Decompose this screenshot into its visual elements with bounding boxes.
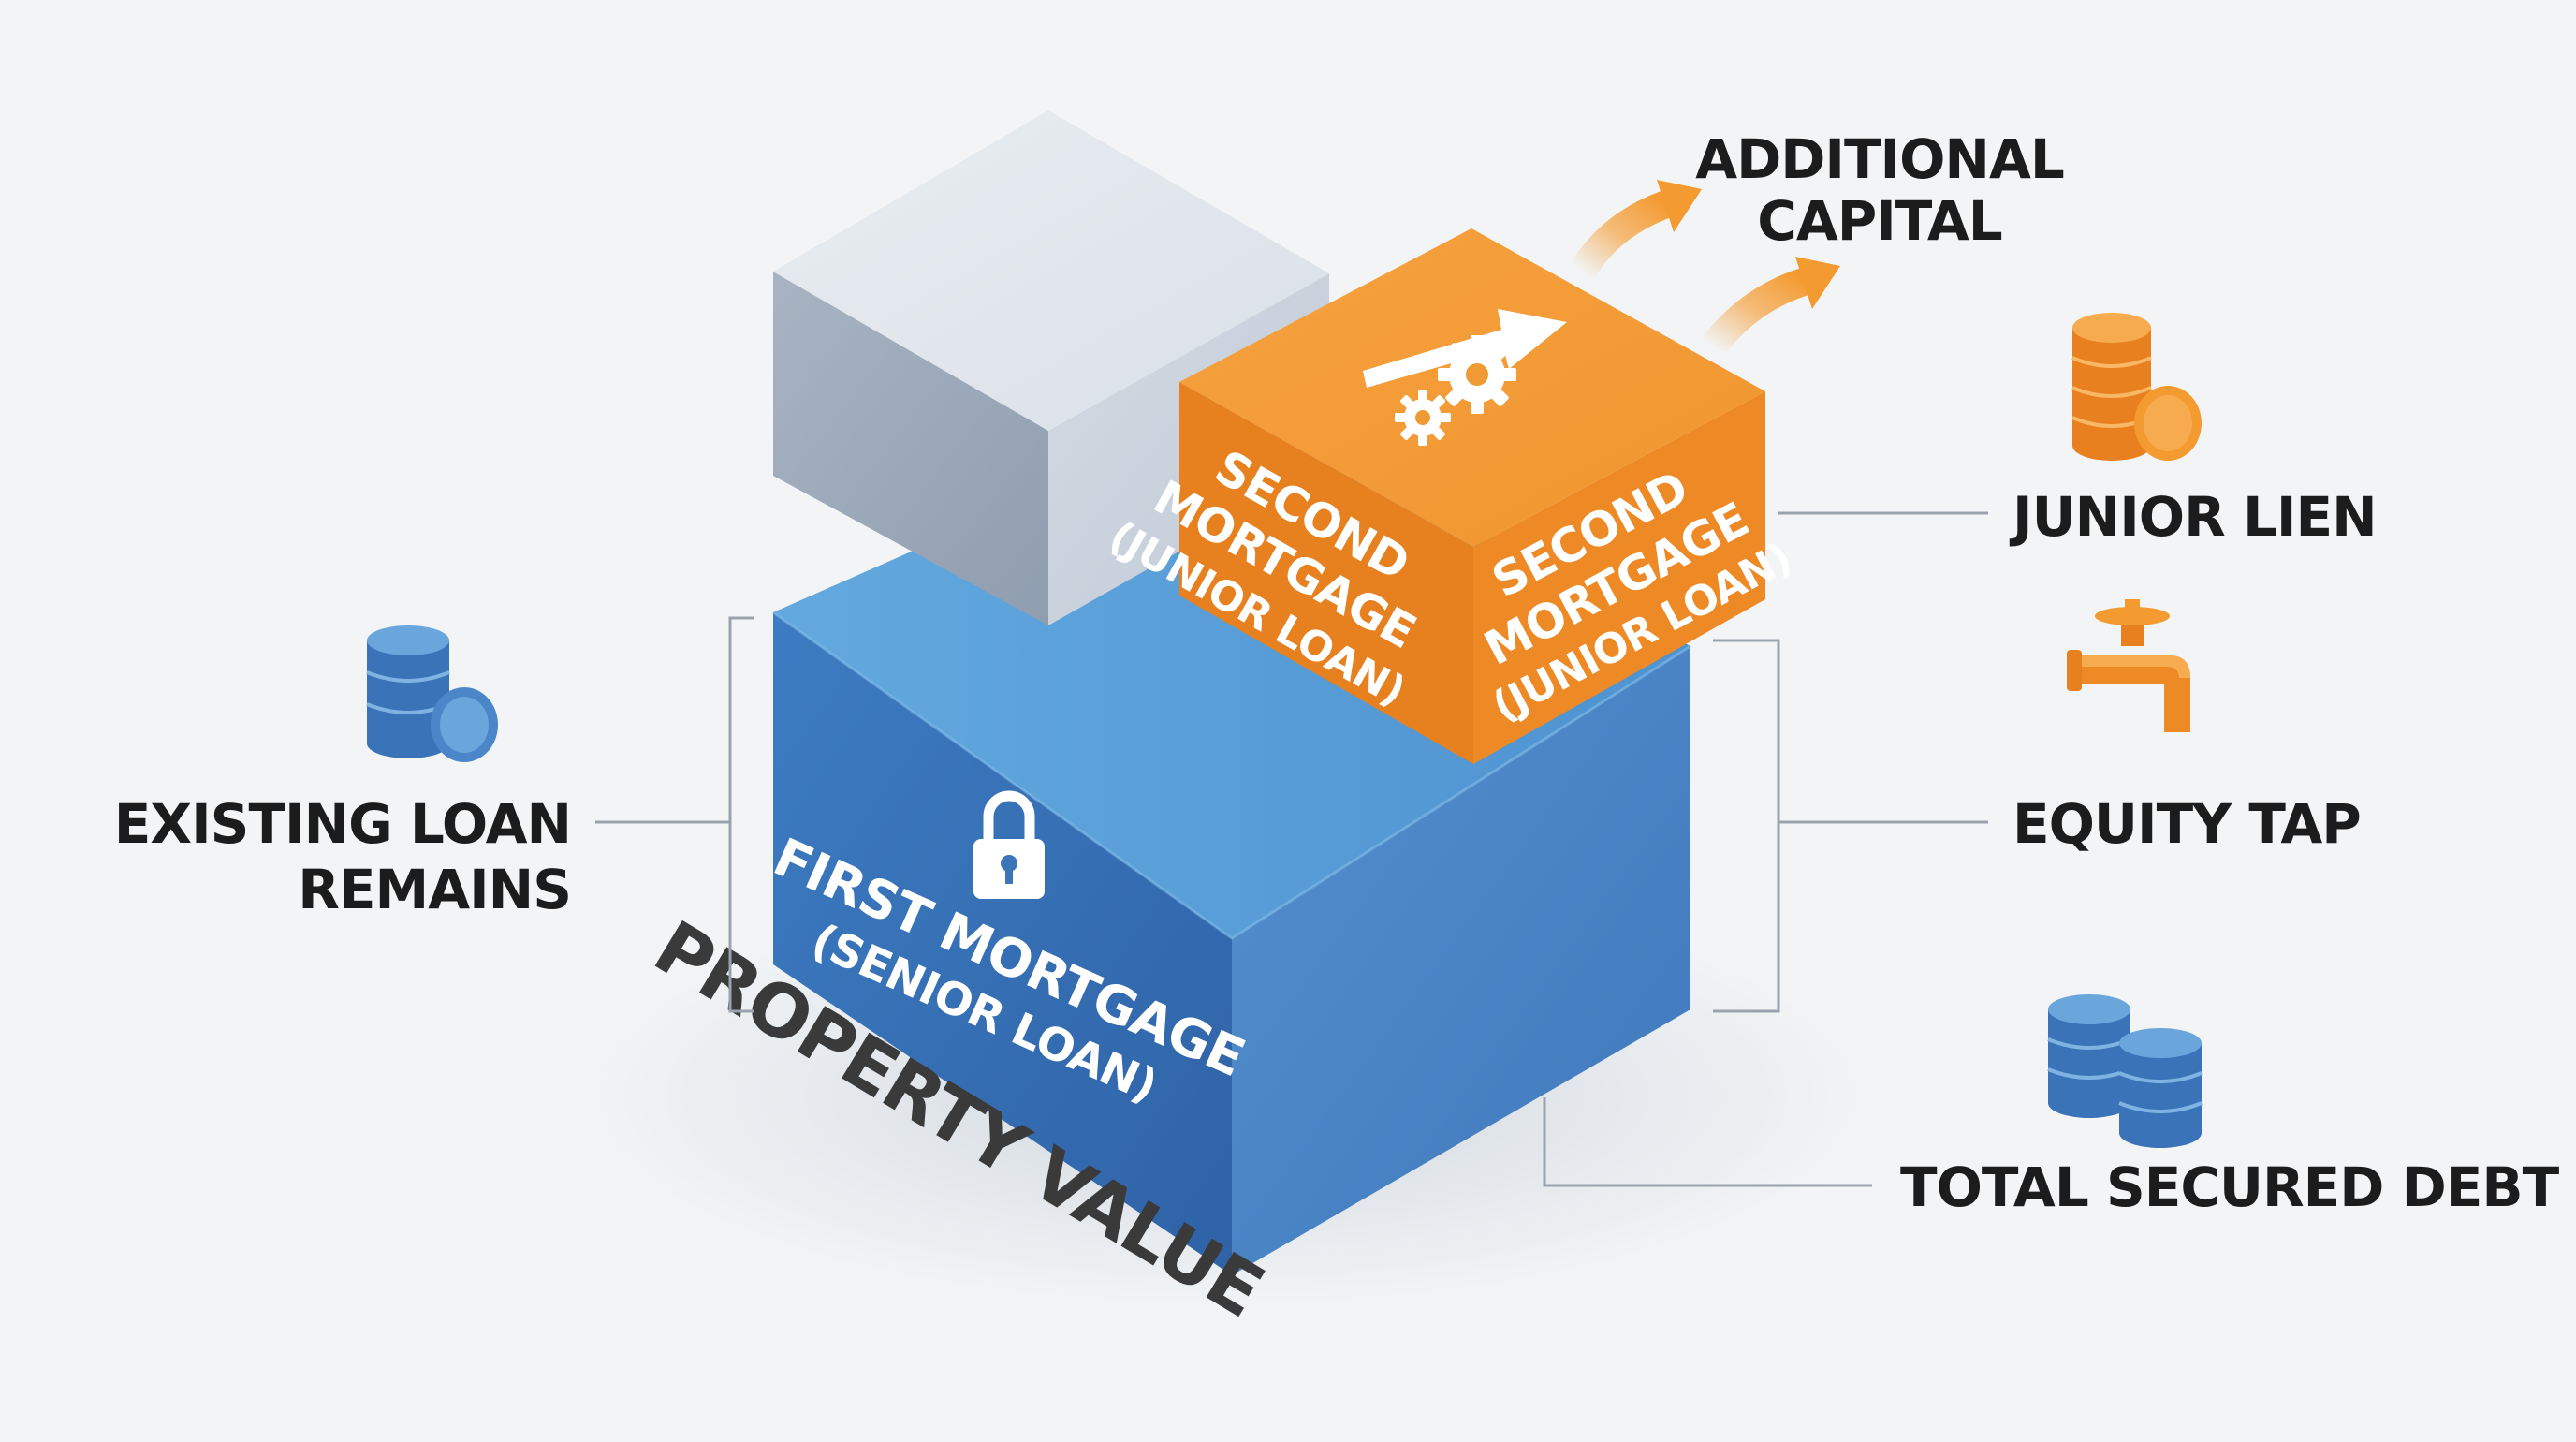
additional-capital-label: ADDITIONAL CAPITAL: [1695, 127, 2065, 253]
blue-coin-stack-icon: [366, 625, 498, 762]
additional-capital-line2: CAPITAL: [1757, 189, 2001, 253]
first-mortgage-right-face: [1232, 646, 1690, 1275]
existing-loan-line2: REMAINS: [298, 858, 571, 921]
faucet-icon: [2067, 599, 2190, 732]
equity-tap-bracket: [1713, 639, 1780, 1013]
arrow-gears-icon: [1363, 309, 1567, 446]
equity-top-face: [773, 110, 1329, 431]
connector-lines: [595, 511, 1988, 1187]
orange-coin-stack-icon: [2071, 313, 2202, 461]
additional-capital-arrows: [1568, 180, 1840, 360]
second-mortgage-right-face: [1473, 391, 1765, 764]
second-mortgage-left-face: [1179, 382, 1473, 764]
first-mortgage-left-face: [773, 612, 1232, 1275]
equity-tap-label: EQUITY TAP: [2012, 792, 2361, 856]
junior-lien-label: JUNIOR LIEN: [2009, 485, 2377, 549]
blue-coin-stacks-icon: [2047, 994, 2203, 1148]
existing-loan-bracket: [728, 616, 754, 1013]
additional-capital-line1: ADDITIONAL: [1695, 127, 2064, 191]
existing-loan-label: EXISTING LOAN REMAINS: [114, 792, 572, 921]
existing-loan-line1: EXISTING LOAN: [114, 792, 571, 856]
total-debt-connector: [1543, 1097, 1872, 1187]
lock-icon: [973, 790, 1045, 899]
total-secured-debt-label: TOTAL SECURED DEBT: [1900, 1155, 2560, 1219]
equity-left-face: [773, 272, 1048, 625]
